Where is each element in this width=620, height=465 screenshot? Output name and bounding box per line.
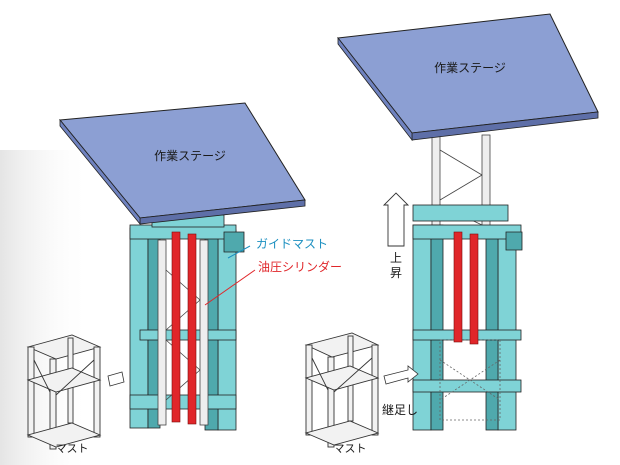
rise-label-bottom: 昇 bbox=[390, 266, 402, 280]
right-work-stage bbox=[337, 13, 599, 142]
right-mast-section bbox=[304, 332, 380, 448]
right-stage-label: 作業ステージ bbox=[434, 61, 506, 75]
left-mast-section bbox=[26, 334, 102, 450]
rise-arrow bbox=[382, 192, 410, 247]
left-hydraulic-cylinders bbox=[171, 231, 197, 425]
left-stage-label: 作業ステージ bbox=[154, 149, 226, 163]
left-mast-arrow bbox=[107, 371, 125, 387]
guide-mast-callout-line bbox=[227, 245, 251, 259]
left-figure: 作業ステージ ガイドマスト 油圧シリンダー マスト bbox=[26, 102, 342, 455]
extension-arrow bbox=[383, 365, 419, 385]
extension-label: 継足し bbox=[382, 402, 418, 417]
guide-mast-label: ガイドマスト bbox=[256, 237, 328, 251]
left-mast-label: マスト bbox=[56, 442, 89, 455]
left-work-stage bbox=[59, 102, 306, 226]
right-mast-label: マスト bbox=[334, 442, 367, 455]
right-figure: 作業ステージ 上 昇 継足し マスト bbox=[304, 13, 599, 455]
hydraulic-cylinder-label: 油圧シリンダー bbox=[258, 259, 342, 274]
cylinder-callout-line bbox=[204, 269, 256, 306]
right-guide-mast bbox=[412, 204, 523, 431]
right-hydraulic-cylinders bbox=[453, 231, 479, 345]
rise-label-top: 上 bbox=[390, 251, 402, 265]
